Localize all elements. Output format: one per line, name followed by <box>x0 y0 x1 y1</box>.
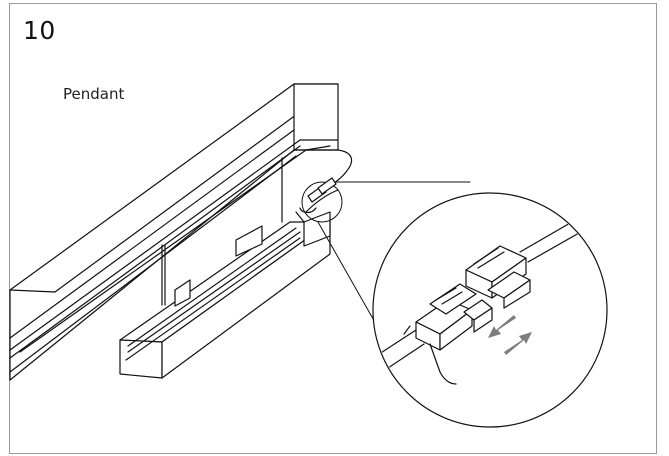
pendant-caption: Pendant <box>63 85 125 103</box>
pendant-luminaire <box>119 157 339 379</box>
track-rail <box>9 83 339 381</box>
step-number: 10 <box>23 16 56 45</box>
connector-detail-small <box>295 149 353 223</box>
double-arrow-icon <box>488 315 532 355</box>
magnified-connector-view <box>372 192 608 428</box>
